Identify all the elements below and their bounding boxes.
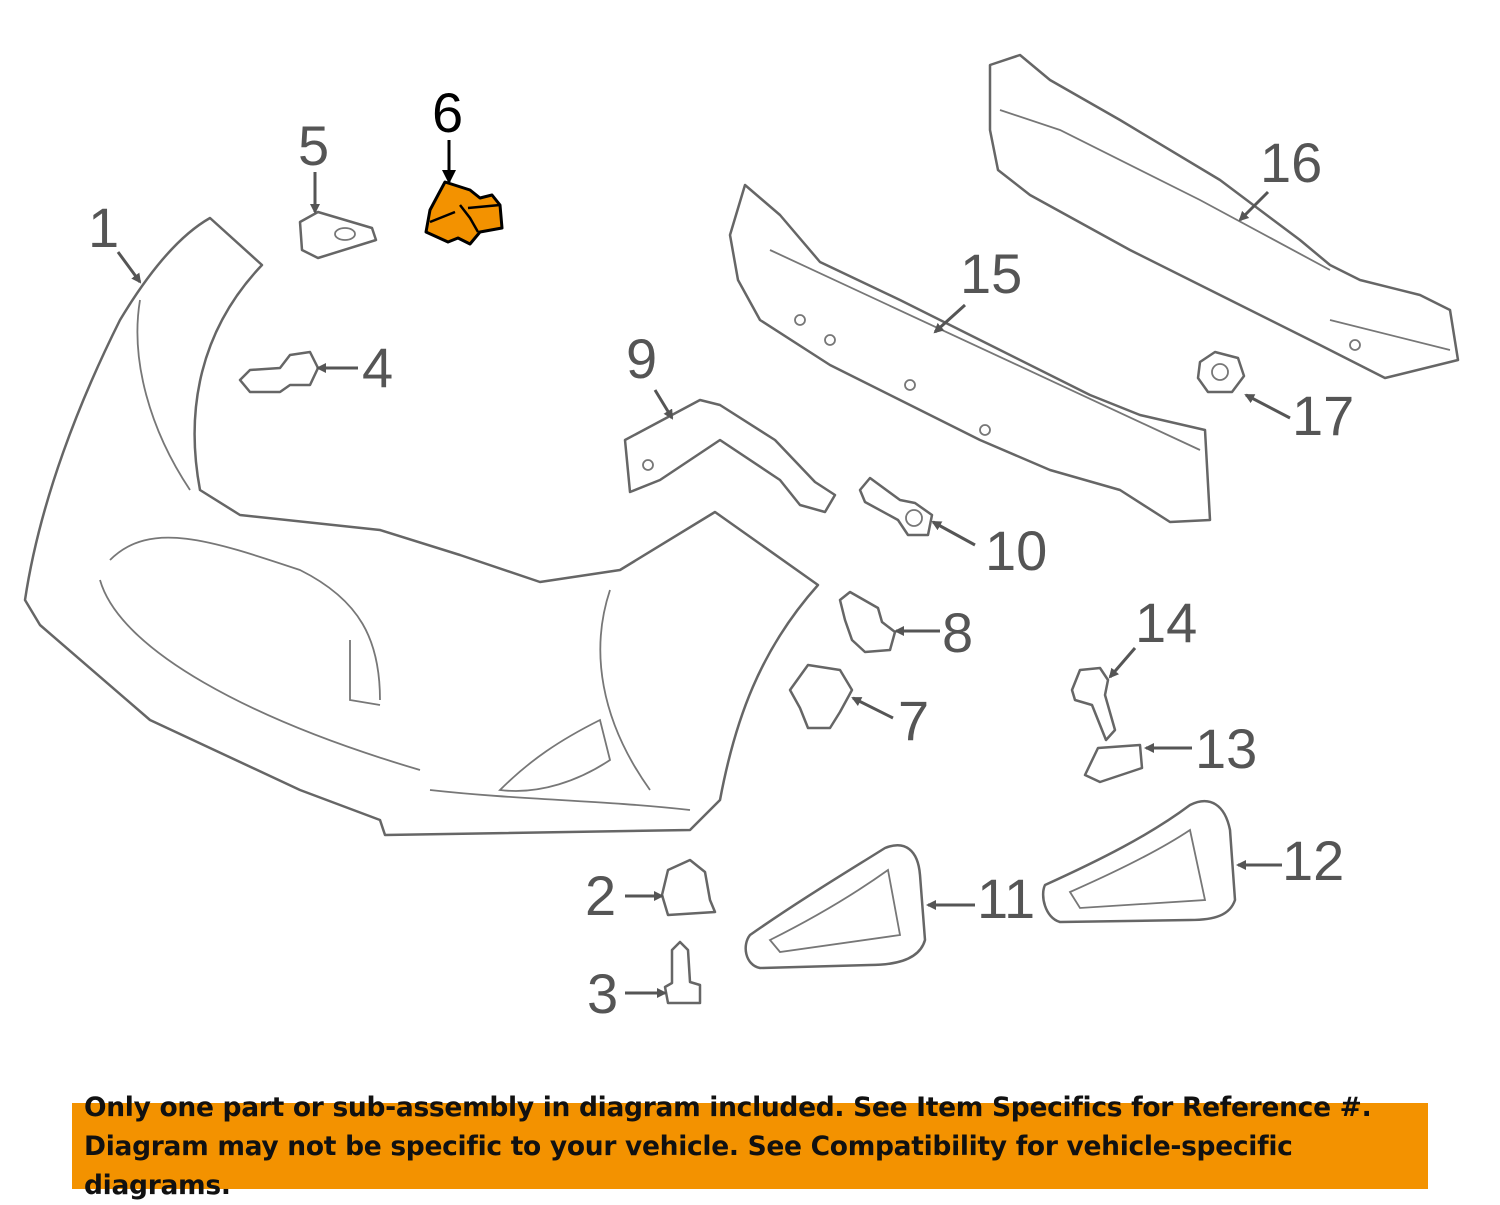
part-15-energy-absorber (728, 183, 1212, 524)
part-8-clip (838, 590, 897, 654)
callout-2: 2 (585, 864, 616, 927)
part-16-reinforcement-beam (988, 53, 1460, 380)
part-3-bolt (663, 940, 702, 1005)
arrow-7 (851, 696, 894, 720)
callout-13: 13 (1195, 717, 1257, 780)
part-6-highlighted-bracket (424, 180, 504, 246)
arrow-1 (116, 251, 142, 284)
callout-6: 6 (432, 81, 463, 144)
callout-16: 16 (1260, 131, 1322, 194)
part-12-fog-lamp-bezel (1041, 799, 1237, 924)
part-17-nut (1196, 350, 1246, 394)
callout-arrows (116, 140, 1291, 998)
part-14-screw (1070, 666, 1117, 742)
disclaimer-banner: Only one part or sub-assembly in diagram… (72, 1092, 1428, 1201)
arrow-10 (931, 520, 976, 547)
part-10-bolt (858, 476, 934, 537)
callout-8: 8 (942, 601, 973, 664)
part-2-retainer (660, 858, 717, 917)
callout-1: 1 (88, 196, 119, 259)
callout-3: 3 (587, 962, 618, 1025)
arrow-15 (933, 303, 967, 334)
arrow-14 (1108, 647, 1137, 679)
arrow-9 (653, 389, 674, 420)
callout-7: 7 (898, 689, 929, 752)
arrow-16 (1238, 190, 1270, 222)
part-11-fog-lamp-bezel (744, 844, 927, 970)
part-9-bracket (623, 398, 837, 514)
callout-4: 4 (362, 336, 393, 399)
part-1-bumper-cover (23, 216, 820, 837)
callout-11: 11 (977, 867, 1035, 930)
callout-14: 14 (1135, 591, 1197, 654)
part-13-clip-nut (1083, 743, 1144, 784)
disclaimer-line-1: Only one part or sub-assembly in diagram… (84, 1091, 1372, 1123)
disclaimer-line-2: Diagram may not be specific to your vehi… (84, 1130, 1293, 1201)
callout-labels: 1 2 3 4 5 6 7 8 9 10 11 12 13 14 15 16 1… (88, 81, 1354, 1025)
callout-5: 5 (298, 114, 329, 177)
part-4-bolt (238, 350, 320, 394)
callout-17: 17 (1292, 384, 1354, 447)
part-7-clip (788, 663, 854, 730)
callout-15: 15 (960, 242, 1022, 305)
callout-9: 9 (626, 327, 657, 390)
callout-10: 10 (985, 519, 1047, 582)
part-5-bracket (298, 210, 378, 260)
arrow-17 (1244, 393, 1291, 420)
callout-12: 12 (1282, 829, 1344, 892)
